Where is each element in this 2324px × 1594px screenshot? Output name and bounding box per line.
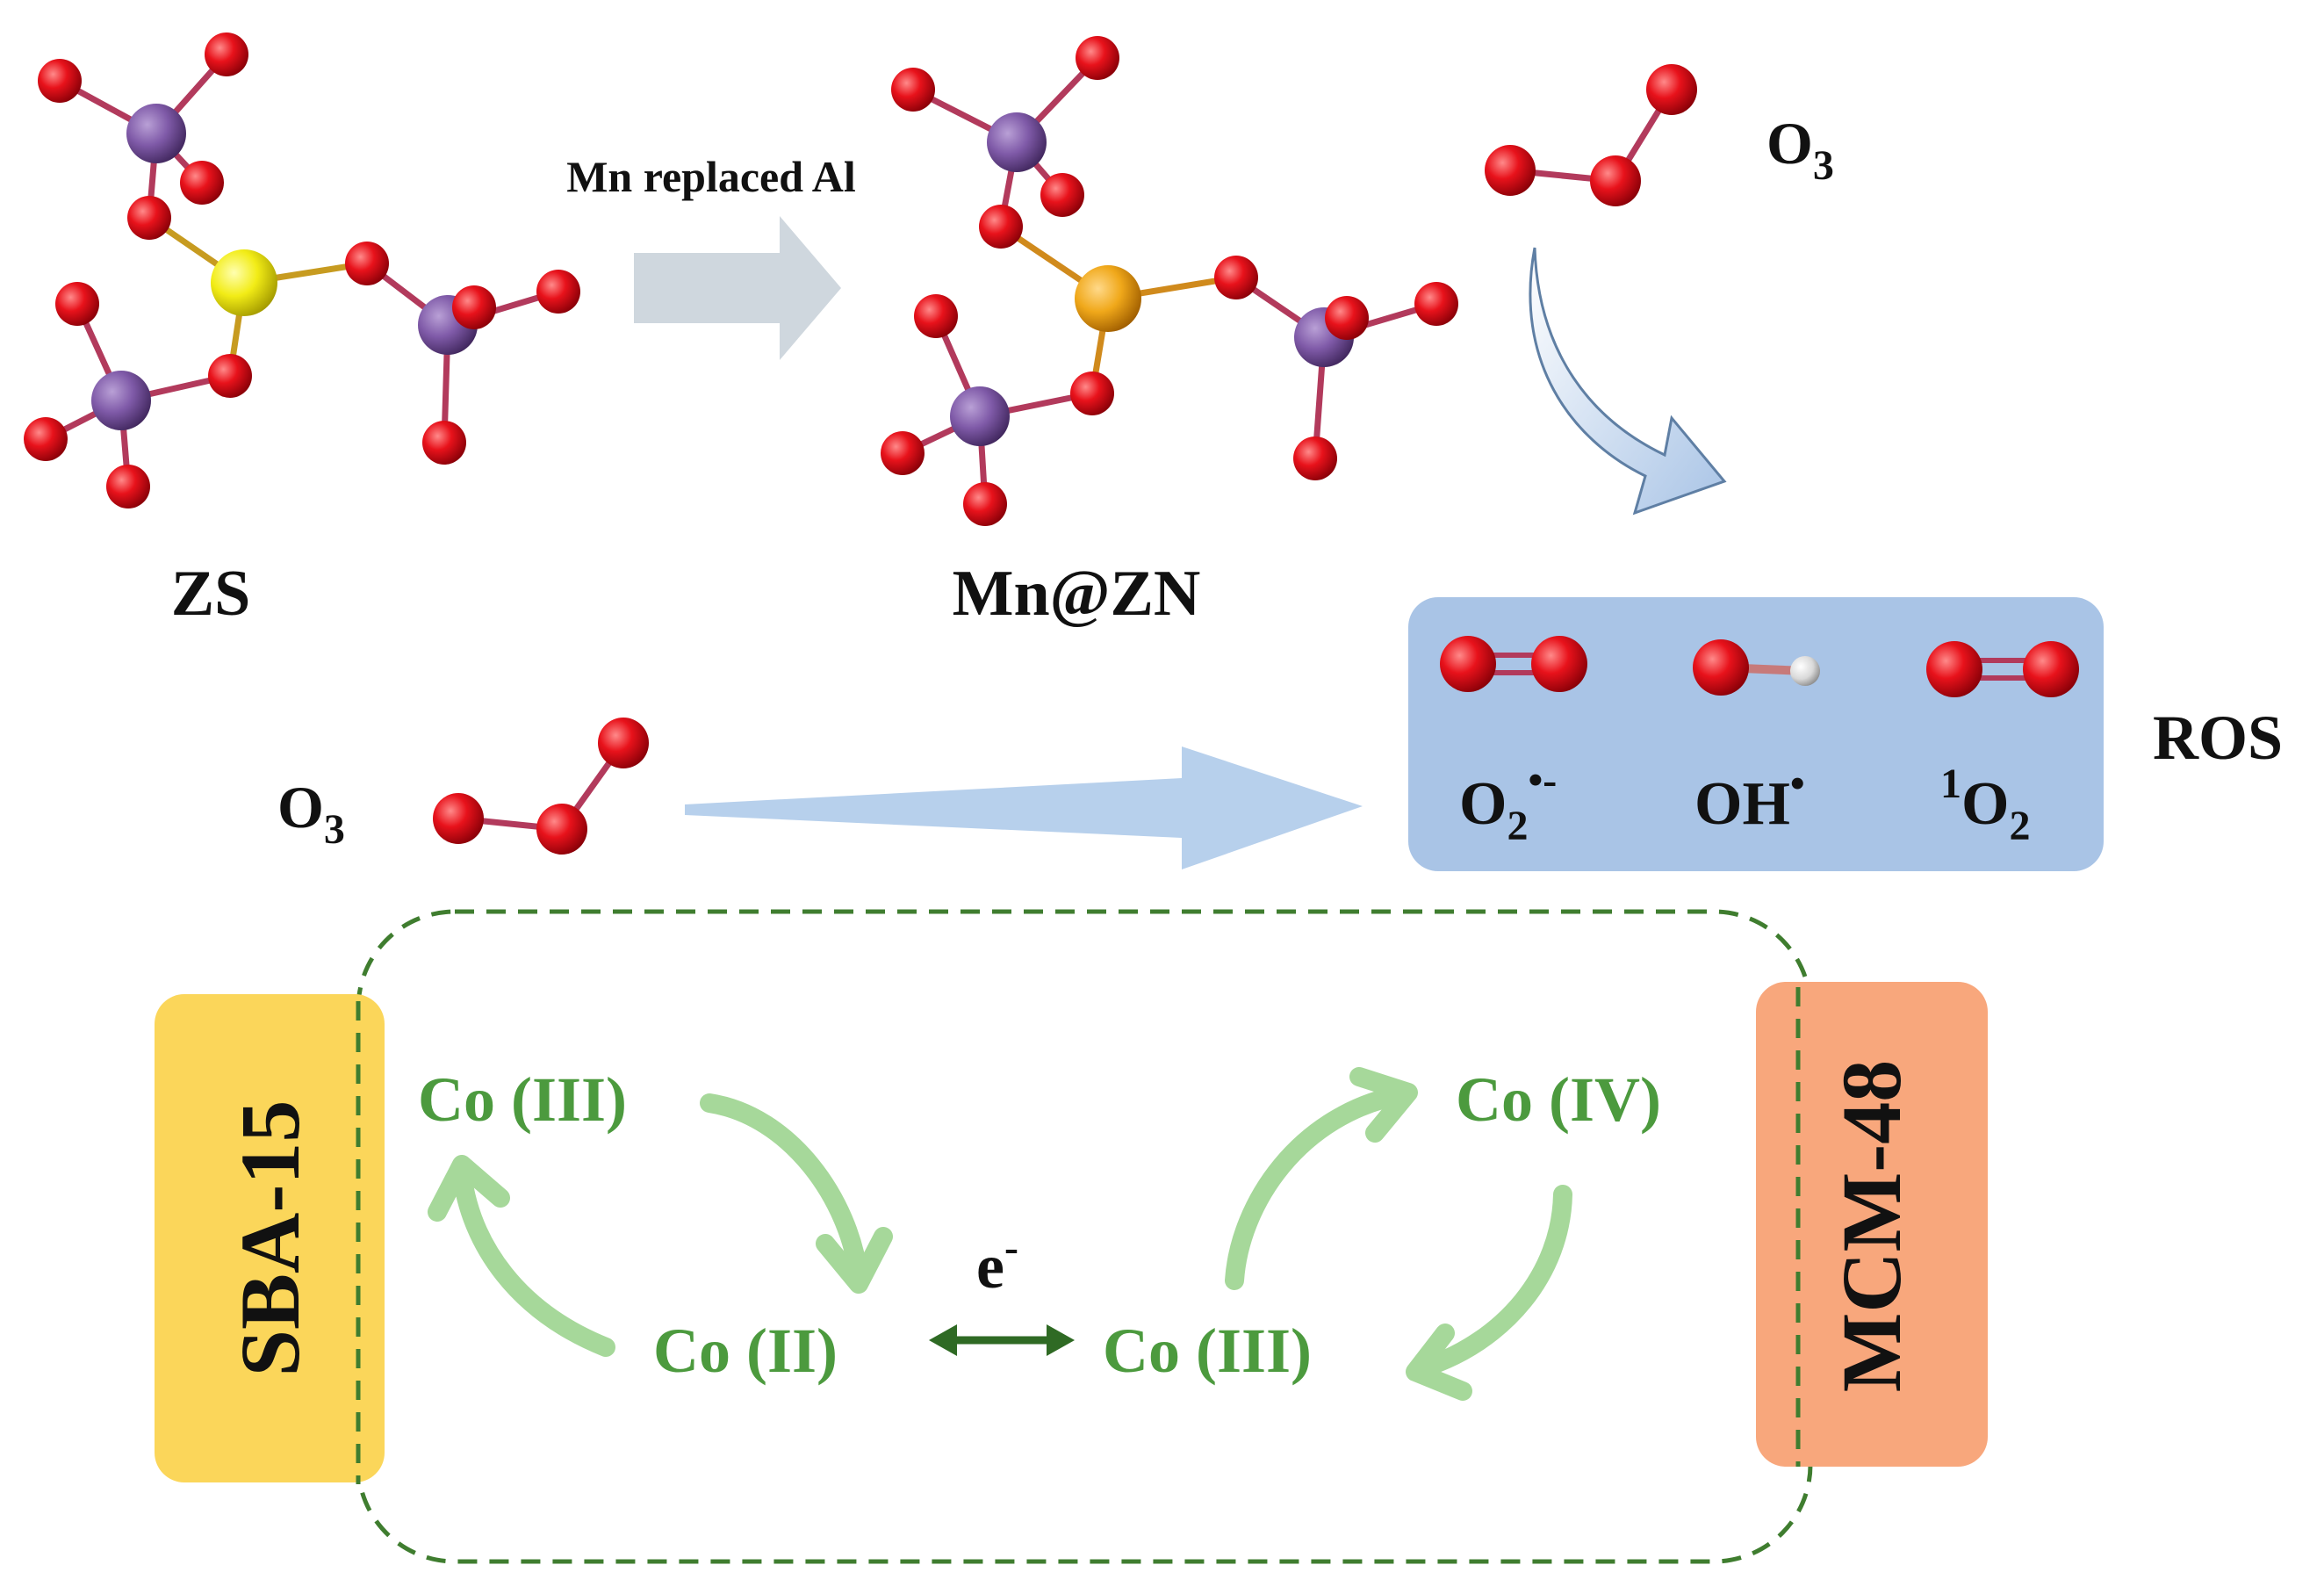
silicon-atom bbox=[950, 386, 1010, 446]
curved-arrow bbox=[1529, 247, 1727, 516]
oxygen-atom bbox=[38, 59, 82, 103]
co-iv: Co (IV) bbox=[1456, 1064, 1661, 1135]
cycle-arrow-iii-to-iv bbox=[1225, 1085, 1413, 1290]
oxygen-atom bbox=[536, 804, 587, 855]
electron-transfer-arrow bbox=[929, 1324, 1075, 1356]
cycle-arrow-ii-to-iii bbox=[452, 1164, 615, 1357]
mcm48-label: MCM-48 bbox=[1824, 1060, 1918, 1393]
oxygen-atom bbox=[1646, 64, 1697, 115]
singlet-oxygen-molecule bbox=[1926, 641, 2079, 697]
oxygen-atom bbox=[106, 465, 150, 508]
oxygen-atom bbox=[422, 421, 466, 465]
oxygen-atom bbox=[1325, 296, 1369, 340]
ozone-label-top: O3 bbox=[1766, 110, 1834, 189]
oxygen-atom bbox=[536, 270, 580, 314]
oxygen-atom bbox=[24, 417, 68, 461]
ozone-molecule-top bbox=[1485, 64, 1697, 206]
oxygen-atom bbox=[345, 242, 389, 285]
oxygen-atom bbox=[1040, 173, 1084, 217]
electron-label: e- bbox=[976, 1224, 1018, 1302]
oxygen-atom bbox=[914, 294, 958, 338]
oxygen-atom bbox=[55, 282, 99, 326]
oxygen-atom bbox=[433, 793, 484, 844]
silicon-atom bbox=[987, 112, 1047, 172]
oxygen-atom bbox=[127, 196, 171, 240]
oxygen-atom bbox=[1531, 636, 1587, 692]
manganese-atom bbox=[1075, 265, 1141, 332]
oxygen-atom bbox=[598, 718, 649, 768]
sba15-box bbox=[155, 994, 385, 1482]
cycle-arrow-ii-to-iii-head bbox=[428, 1155, 510, 1222]
singlet-oxygen-label: 1O2 bbox=[1940, 761, 2030, 849]
oxygen-atom bbox=[1293, 436, 1337, 480]
oxygen-atom bbox=[1485, 145, 1536, 196]
reaction-arrow bbox=[685, 747, 1363, 869]
hydroxyl-label: OH• bbox=[1694, 761, 1805, 838]
oxygen-atom bbox=[208, 354, 252, 398]
mcm48-box bbox=[1756, 982, 1988, 1467]
cycle-arrow-iii-to-iv-head bbox=[1349, 1067, 1418, 1143]
hydrogen-atom bbox=[1790, 656, 1820, 686]
mn-zn-molecule bbox=[881, 36, 1458, 526]
ros-label: ROS bbox=[2153, 703, 2283, 773]
co-iii-left: Co (III) bbox=[418, 1064, 627, 1135]
oxygen-atom bbox=[1693, 639, 1749, 696]
silicon-atom bbox=[91, 371, 151, 430]
hydroxyl-molecule bbox=[1693, 639, 1820, 696]
oxygen-atom bbox=[891, 68, 935, 112]
dashed-boundary bbox=[356, 909, 1813, 1564]
oxygen-atom bbox=[180, 161, 224, 205]
oxygen-atom bbox=[1440, 636, 1496, 692]
oxygen-atom bbox=[881, 431, 925, 475]
superoxide-label: O2•- bbox=[1459, 757, 1557, 849]
oxygen-atom bbox=[979, 205, 1023, 249]
replacement-arrow bbox=[634, 216, 841, 360]
cycle-arrow-iv-to-iii-head bbox=[1406, 1324, 1472, 1401]
ozone-molecule-mid bbox=[433, 718, 649, 855]
co-ii: Co (II) bbox=[653, 1316, 838, 1386]
cycle-arrow-iv-to-iii bbox=[1413, 1185, 1572, 1378]
oxygen-atom bbox=[1214, 256, 1258, 299]
oxygen-atom bbox=[1590, 155, 1641, 206]
oxygen-atom bbox=[963, 482, 1007, 526]
oxygen-atom bbox=[452, 285, 496, 329]
cycle-arrow-iii-to-ii-head bbox=[816, 1227, 893, 1294]
oxygen-atom bbox=[205, 32, 248, 76]
oxygen-atom bbox=[1070, 371, 1114, 415]
superoxide-molecule bbox=[1440, 636, 1587, 692]
zs-molecule bbox=[24, 32, 580, 508]
oxygen-atom bbox=[1926, 641, 1982, 697]
mn-zn-label: Mn@ZN bbox=[953, 558, 1201, 630]
co-iii-right: Co (III) bbox=[1103, 1316, 1312, 1386]
ozone-label-mid: O3 bbox=[277, 774, 345, 853]
silicon-atom bbox=[126, 104, 186, 163]
oxygen-atom bbox=[2023, 641, 2079, 697]
oxygen-atom bbox=[1414, 282, 1458, 326]
cycle-arrow-iii-to-ii bbox=[700, 1093, 868, 1287]
sba15-label: SBA-15 bbox=[223, 1100, 317, 1377]
oxygen-atom bbox=[1076, 36, 1119, 80]
zs-label: ZS bbox=[171, 558, 251, 630]
replacement-label: Mn replaced Al bbox=[566, 152, 856, 201]
aluminum-atom bbox=[211, 249, 277, 316]
